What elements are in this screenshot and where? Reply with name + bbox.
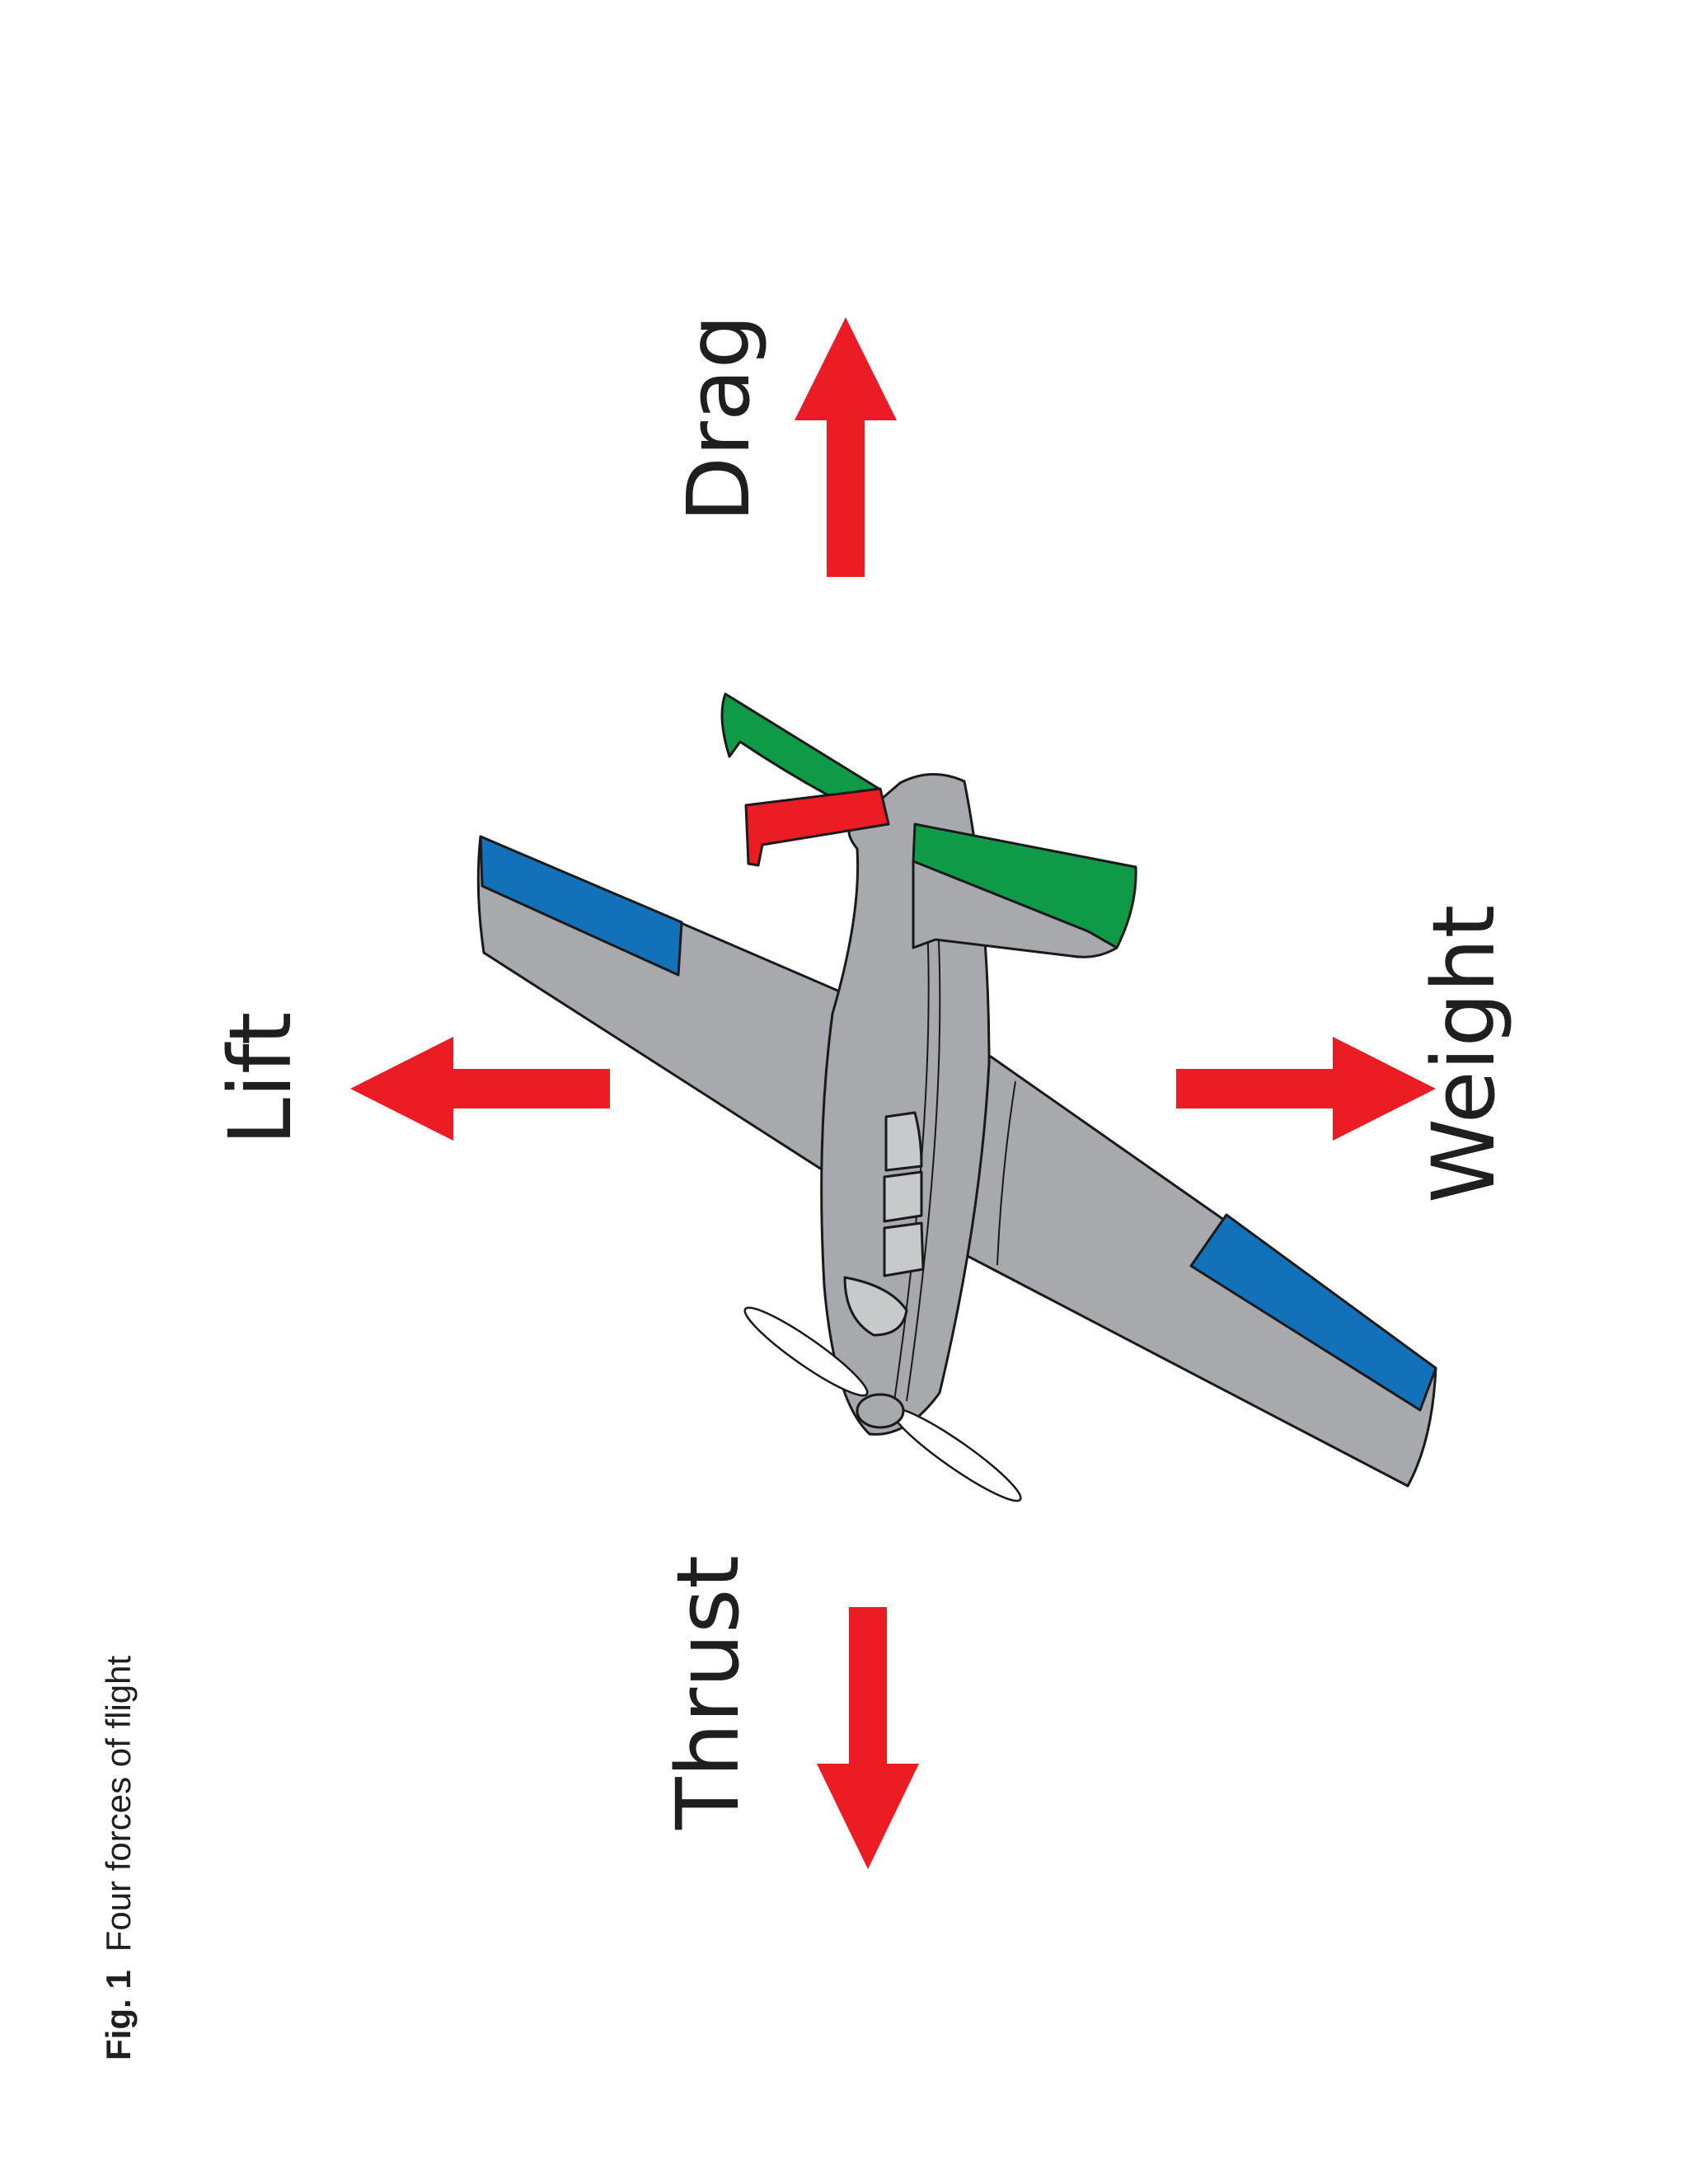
left-elevator — [720, 692, 882, 797]
fuselage-seam — [906, 922, 941, 1402]
right-stabilizer-body — [912, 860, 1118, 958]
canopy-front — [884, 1111, 923, 1172]
canopy-rear — [883, 1221, 925, 1277]
weight-label: Weight — [1414, 905, 1514, 1203]
drag-arrow — [795, 317, 897, 577]
weight-arrow — [1176, 1037, 1436, 1141]
spinner — [856, 1393, 905, 1429]
right-aileron — [1189, 1213, 1437, 1412]
fuselage-seam-2 — [893, 922, 930, 1402]
canopy-mid — [883, 1170, 923, 1223]
propeller-blade-2 — [890, 1407, 1022, 1502]
thrust-arrow — [817, 1607, 919, 1869]
airplane-illustration — [476, 692, 1437, 1502]
thrust-label: Thrust — [658, 1555, 758, 1830]
wing-root-line — [996, 1080, 1016, 1266]
figure-caption: Fig. 1 Four forces of flight — [99, 1656, 138, 2061]
figure-number: Fig. 1 — [99, 1970, 138, 2060]
figure-title: Four forces of flight — [99, 1656, 138, 1952]
lift-label: Lift — [210, 1012, 311, 1146]
left-aileron — [479, 835, 683, 977]
drag-label: Drag — [668, 314, 769, 523]
lift-arrow — [350, 1037, 610, 1141]
rudder — [744, 787, 890, 867]
propeller-blade-1 — [743, 1306, 869, 1397]
cockpit-window — [843, 1276, 908, 1337]
